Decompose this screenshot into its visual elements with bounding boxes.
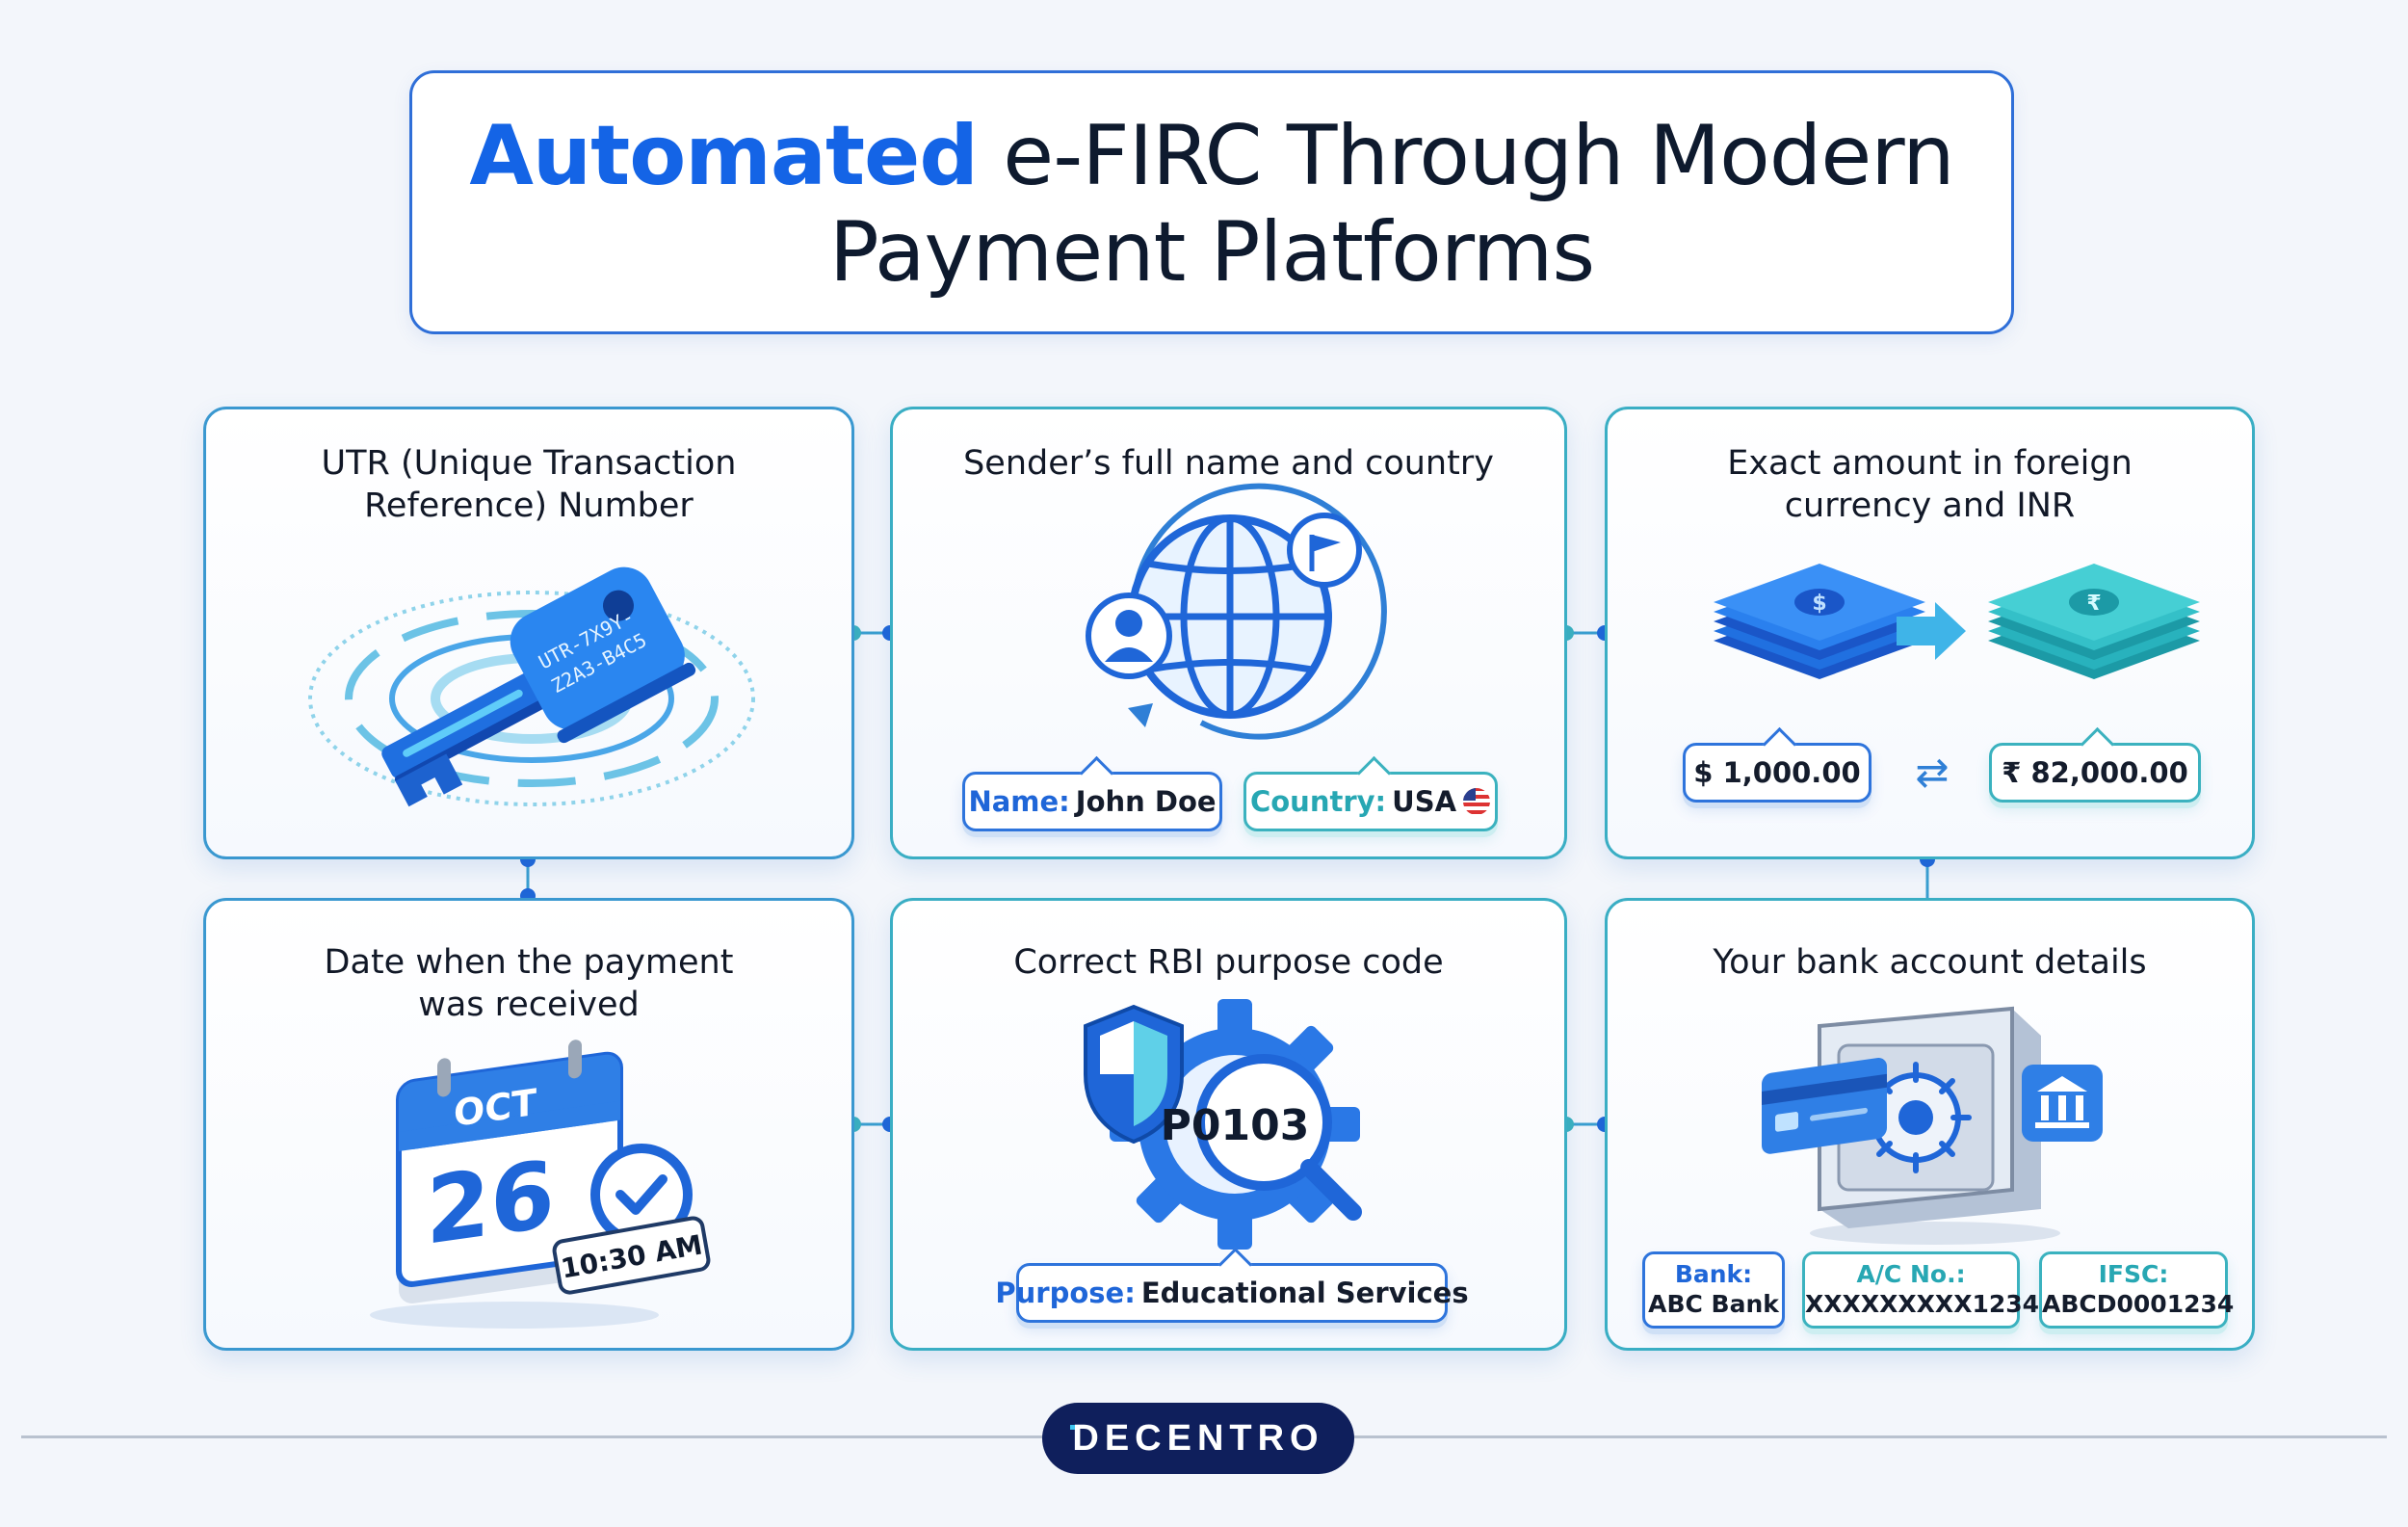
ifsc-value: ABCD0001234 <box>2042 1290 2235 1318</box>
title-highlight: Automated <box>469 108 979 204</box>
title-line-1: Automated e-FIRC Through Modern <box>412 108 2011 204</box>
calendar-icon: OCT 26 10:30 AM <box>370 1040 711 1329</box>
title-box: Automated e-FIRC Through Modern Payment … <box>409 70 2014 334</box>
globe-icon <box>1086 483 1387 740</box>
logo-dot <box>1070 1424 1076 1430</box>
name-label: Name: <box>968 785 1070 818</box>
footer-line-left <box>21 1435 1044 1438</box>
card-amount-title-line-1: Exact amount in foreign <box>1727 444 2133 483</box>
title-line-2: Payment Platforms <box>828 204 1595 301</box>
card-utr-title: UTR (Unique Transaction Reference) Numbe… <box>206 442 851 527</box>
bank-value: ABC Bank <box>1648 1290 1779 1318</box>
logo-text: DECENTRO <box>1070 1417 1324 1460</box>
card-utr-title-line-2: Reference) Number <box>364 487 694 525</box>
inr-amount: ₹ 82,000.00 <box>2002 756 2188 789</box>
card-purpose: Correct RBI purpose code P0103 Purpose: <box>890 898 1567 1351</box>
card-utr-title-line-1: UTR (Unique Transaction <box>321 444 737 483</box>
key-icon: UTR-7X9Y- Z2A3-B4C5 <box>308 566 755 807</box>
card-amount-title-line-2: currency and INR <box>1784 487 2076 525</box>
account-value: XXXXXXXXX1234 <box>1805 1290 2040 1318</box>
inr-amount-pill: ₹ 82,000.00 <box>1989 726 2201 803</box>
purpose-pill: Purpose: Educational Services <box>995 1247 1469 1323</box>
card-date-title-line-2: was received <box>418 986 640 1024</box>
country-value: USA <box>1392 785 1457 818</box>
card-amount: Exact amount in foreign currency and INR… <box>1605 407 2255 859</box>
card-sender: Sender’s full name and country Name: Joh… <box>890 407 1567 859</box>
foreign-amount-pill: $ 1,000.00 <box>1683 726 1871 803</box>
decentro-logo: DECENTRO <box>1042 1403 1354 1474</box>
card-sender-title: Sender’s full name and country <box>963 444 1494 483</box>
card-amount-title: Exact amount in foreign currency and INR <box>1608 442 2252 527</box>
name-value: John Doe <box>1075 785 1217 818</box>
svg-text:₹: ₹ <box>2086 592 2101 616</box>
account-label: A/C No.: <box>1856 1260 1966 1288</box>
exchange-icon: ⇄ <box>1915 749 1950 796</box>
sender-name-pill: Name: John Doe <box>962 755 1222 831</box>
bank-label: Bank: <box>1674 1260 1753 1288</box>
foreign-amount: $ 1,000.00 <box>1693 756 1861 789</box>
card-purpose-title: Correct RBI purpose code <box>1013 943 1444 982</box>
calendar-day: 26 <box>426 1140 555 1266</box>
bank-name-pill: Bank: ABC Bank <box>1642 1251 1785 1329</box>
card-bank: Your bank account details Ban <box>1605 898 2255 1351</box>
purpose-label: Purpose: <box>995 1277 1136 1309</box>
svg-text:$: $ <box>1812 592 1826 616</box>
ifsc-label: IFSC: <box>2098 1260 2169 1288</box>
card-date-title-line-1: Date when the payment <box>324 943 734 982</box>
card-bank-title: Your bank account details <box>1713 943 2147 982</box>
us-flag-icon <box>1463 788 1491 815</box>
purpose-code: P0103 <box>1161 1101 1310 1150</box>
country-label: Country: <box>1249 785 1387 818</box>
footer-line-right <box>1352 1435 2387 1438</box>
account-number-pill: A/C No.: XXXXXXXXX1234 <box>1802 1251 2040 1329</box>
ifsc-pill: IFSC: ABCD0001234 <box>2039 1251 2235 1329</box>
logo-wordmark: DECENTRO <box>1072 1417 1324 1459</box>
gear-shield-icon: P0103 <box>1084 999 1362 1250</box>
bank-vault-icon <box>1762 1006 2103 1245</box>
card-utr: UTR (Unique Transaction Reference) Numbe… <box>203 407 854 859</box>
purpose-value: Educational Services <box>1140 1277 1469 1309</box>
card-date-title: Date when the payment was received <box>206 941 851 1026</box>
money-stacks-icon: $ ₹ <box>1714 564 2200 679</box>
sender-country-pill: Country: USA <box>1243 755 1498 831</box>
title-line-1-rest: e-FIRC Through Modern <box>977 108 1954 204</box>
card-date: Date when the payment was received OCT 2… <box>203 898 854 1351</box>
